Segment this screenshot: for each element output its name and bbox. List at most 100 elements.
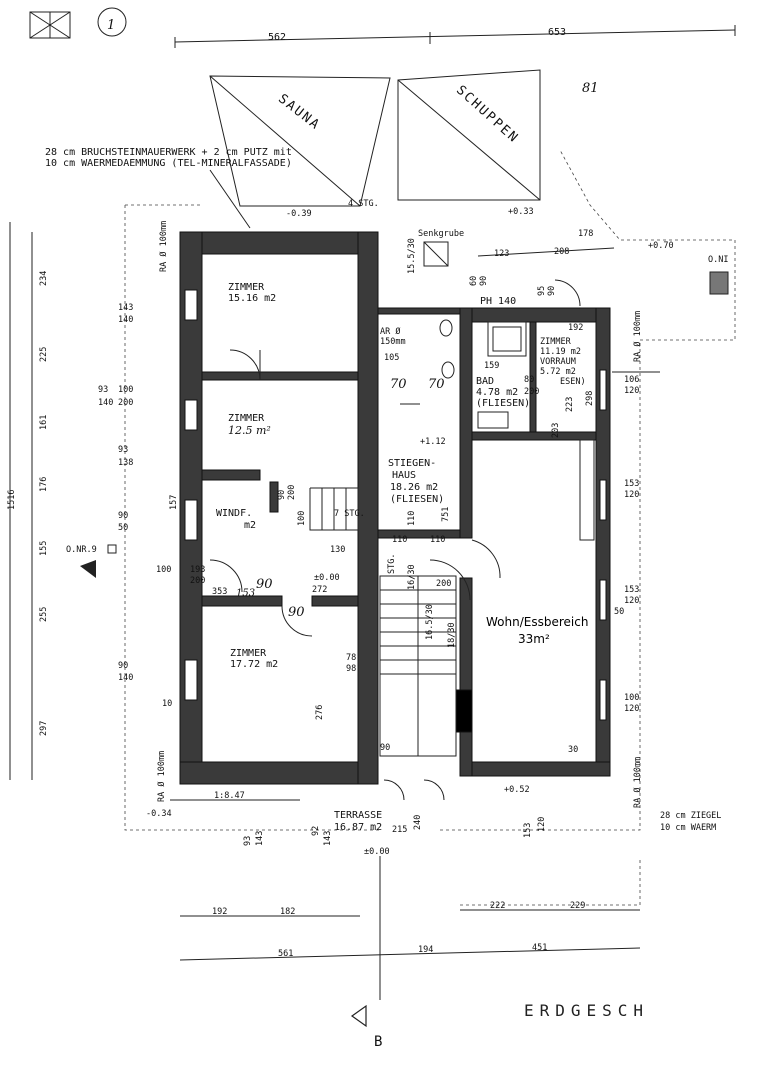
svg-text:234: 234 (39, 271, 49, 286)
level-top-mid: +0.33 (508, 207, 534, 217)
arrow-icon (80, 560, 96, 578)
handwritten-notes: 70 70 90 90 153 (236, 377, 445, 620)
left-inner-dimensions: 143 140 93 100 140 200 93 138 90 50 100 … (98, 303, 205, 709)
svg-text:10 cm WAERMEDAEMMUNG (TEL-MIN: 10 cm WAERMEDAEMMUNG (TEL-MINERALFASSADE… (45, 158, 292, 169)
wall-construction-note: 28 cm BRUCHSTEINMAUERWERK + 2 cm PUTZ mi… (45, 147, 292, 229)
svg-text:30: 30 (568, 745, 578, 755)
onr-right-label: O.NI (708, 255, 728, 265)
svg-text:STG.: STG. (387, 554, 397, 574)
level-wohn: +0.52 (504, 785, 530, 795)
slope-label: 1:8.47 (214, 791, 245, 801)
left-dimension-chain: 234 225 161 176 155 255 297 1516 (7, 222, 49, 780)
svg-text:176: 176 (39, 477, 49, 492)
room-vorraum-finish: ESEN) (560, 377, 586, 387)
svg-text:123: 123 (494, 249, 509, 259)
svg-text:28 cm ZIEGEL: 28 cm ZIEGEL (660, 811, 721, 821)
svg-text:276: 276 (315, 705, 325, 720)
svg-text:93: 93 (118, 445, 128, 455)
senkgrube-label: Senkgrube (418, 229, 464, 239)
svg-text:90: 90 (277, 490, 287, 500)
svg-text:153: 153 (624, 479, 639, 489)
svg-text:93: 93 (98, 385, 108, 395)
svg-text:194: 194 (418, 945, 433, 955)
room-zimmer-1-name: ZIMMER (228, 282, 265, 293)
onr9-marker (107, 544, 117, 554)
level-terrace-mid: ±0.00 (364, 847, 390, 857)
svg-text:18/30: 18/30 (447, 622, 457, 648)
schuppen-block: SCHUPPEN (397, 69, 541, 201)
room-zimmer-3-name: ZIMMER (230, 648, 267, 659)
room-windfang-area: m2 (244, 520, 256, 531)
bottom-inner-dimensions: 93 143 92 143 215 153 120 (243, 817, 547, 846)
svg-text:90: 90 (547, 286, 557, 296)
ar-size-label: 150mm (380, 337, 406, 347)
level-entry-2: 272 (312, 585, 327, 595)
svg-text:297: 297 (39, 721, 49, 736)
doors (209, 279, 581, 801)
wall-note-right: 28 cm ZIEGEL 10 cm WAERM (660, 811, 721, 833)
corner-note: 81 (582, 81, 599, 96)
svg-text:16/30: 16/30 (407, 564, 417, 590)
level-top-right: +0.70 (648, 241, 674, 251)
svg-text:90: 90 (288, 605, 305, 620)
room-stiegenhaus-area: 18.26 m2 (390, 482, 438, 493)
svg-text:70: 70 (428, 377, 445, 392)
ph-label: PH 140 (480, 296, 516, 307)
svg-text:353: 353 (212, 587, 227, 597)
svg-text:157: 157 (169, 495, 179, 510)
svg-text:182: 182 (280, 907, 295, 917)
room-zimmer-3-area: 17.72 m2 (230, 659, 278, 670)
svg-text:90: 90 (256, 577, 273, 592)
svg-text:90: 90 (380, 743, 390, 753)
svg-text:215: 215 (392, 825, 407, 835)
sheet-number: 1 (97, 7, 127, 37)
svg-text:100: 100 (297, 511, 307, 526)
top-dim-2: 653 (548, 27, 566, 38)
svg-text:50: 50 (614, 607, 624, 617)
onr9-label: O.NR.9 (66, 545, 97, 555)
sauna-block: SAUNA (209, 75, 391, 207)
svg-text:751: 751 (441, 507, 451, 522)
svg-text:110: 110 (430, 535, 445, 545)
svg-text:120: 120 (624, 704, 639, 714)
svg-text:225: 225 (39, 347, 49, 362)
svg-text:78: 78 (346, 653, 356, 663)
svg-text:159: 159 (484, 361, 499, 371)
room-terrasse-area: 16.87 m2 (334, 822, 382, 833)
svg-text:200: 200 (118, 398, 133, 408)
section-label: B (374, 1034, 382, 1050)
meter-icon (709, 271, 729, 295)
svg-text:15.5/30: 15.5/30 (407, 238, 417, 274)
svg-text:451: 451 (532, 943, 547, 953)
interior-dimensions: 105 159 80 200 298 203 223 130 110 110 1… (169, 353, 624, 830)
room-terrasse-name: TERRASSE (334, 810, 382, 821)
svg-text:120: 120 (537, 817, 547, 832)
top-inner-dimensions: 123 208 178 60 90 95 90 192 (469, 229, 615, 333)
svg-text:92: 92 (311, 826, 321, 836)
svg-text:90: 90 (118, 661, 128, 671)
svg-text:203: 203 (551, 423, 561, 438)
schuppen-label: SCHUPPEN (453, 83, 521, 147)
room-zimmer-2-area: 12.5 m² (228, 424, 271, 437)
sauna-label: SAUNA (275, 91, 323, 133)
svg-text:161: 161 (39, 415, 49, 430)
right-dimensions: 106 120 153 120 153 120 100 120 (612, 371, 660, 714)
svg-text:200: 200 (190, 576, 205, 586)
inner-walls (184, 289, 607, 733)
staircase (309, 487, 457, 757)
svg-text:80: 80 (524, 375, 534, 385)
svg-text:110: 110 (392, 535, 407, 545)
svg-text:16.5/30: 16.5/30 (425, 604, 435, 640)
svg-text:153: 153 (236, 588, 255, 599)
ra-left-bottom: RA Ø 100mm (156, 751, 167, 802)
svg-text:193: 193 (190, 565, 205, 575)
svg-text:130: 130 (330, 545, 345, 555)
ra-right-bottom: RA Ø 100mm (632, 757, 643, 808)
svg-text:192: 192 (212, 907, 227, 917)
svg-text:153: 153 (523, 823, 533, 838)
svg-text:1: 1 (107, 18, 115, 33)
svg-text:143: 143 (118, 303, 133, 313)
level-hall: +1.12 (420, 437, 446, 447)
svg-text:223: 223 (565, 397, 575, 412)
